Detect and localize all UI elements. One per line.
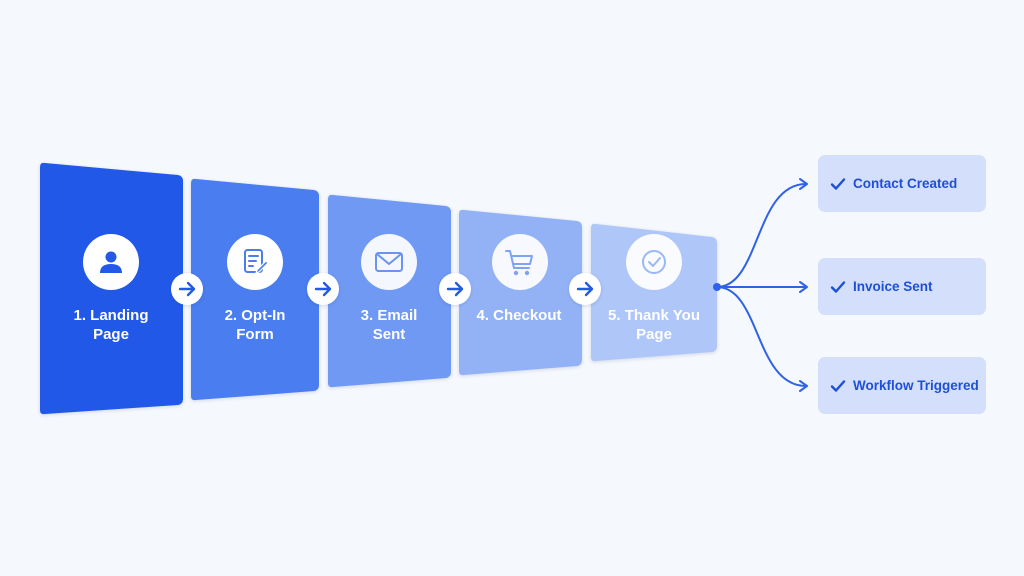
checkmark-icon — [830, 177, 846, 190]
branch-connectors — [713, 178, 808, 392]
step-label-line2: Page — [636, 326, 672, 343]
step-arrow-icon — [439, 273, 471, 305]
branch-arrowhead-icon — [799, 380, 808, 392]
step-label-line2: Sent — [373, 326, 406, 343]
form-edit-icon — [227, 234, 283, 290]
step-label-line1: 1. Landing — [74, 307, 149, 324]
branch-arrowhead-icon — [799, 178, 808, 190]
step-label-line1: 5. Thank You — [608, 307, 700, 324]
envelope-icon — [361, 234, 417, 290]
branch-line — [716, 286, 807, 387]
check-circle-icon — [626, 234, 682, 290]
checkmark-icon — [830, 280, 846, 293]
outcome-label: Contact Created — [853, 176, 958, 191]
outcome-label: Workflow Triggered — [853, 378, 979, 393]
branch-line — [716, 183, 807, 288]
step-label-line2: Form — [236, 326, 274, 343]
step-label-line1: 2. Opt-In — [225, 307, 286, 324]
step-panel — [459, 209, 582, 376]
branch-arrowhead-icon — [799, 281, 808, 293]
user-icon — [83, 234, 139, 290]
checkmark-icon — [830, 379, 846, 392]
funnel-step-4: 4. Checkout — [459, 209, 582, 376]
step-panel — [328, 194, 451, 388]
branch-origin-dot — [713, 283, 721, 291]
step-label-line1: 3. Email — [361, 307, 418, 324]
outcome-card-3: Workflow Triggered — [818, 357, 986, 414]
step-panel — [591, 223, 717, 362]
outcome-card-2: Invoice Sent — [818, 258, 986, 315]
step-arrow-icon — [307, 273, 339, 305]
step-label-line2: Page — [93, 326, 129, 343]
step-arrow-icon — [171, 273, 203, 305]
outcome-card-1: Contact Created — [818, 155, 986, 212]
outcome-label: Invoice Sent — [853, 279, 933, 294]
shopping-cart-icon — [492, 234, 548, 290]
step-arrow-icon — [569, 273, 601, 305]
step-label-line1: 4. Checkout — [476, 307, 561, 324]
